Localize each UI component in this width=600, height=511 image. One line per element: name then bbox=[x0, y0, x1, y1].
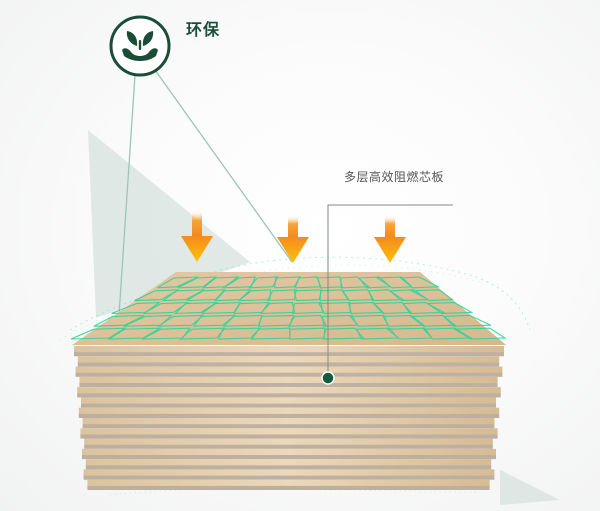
texture-cell bbox=[178, 327, 226, 340]
texture-cell bbox=[266, 289, 297, 302]
texture-cell bbox=[247, 276, 279, 289]
eco-badge bbox=[109, 15, 171, 77]
texture-cell bbox=[452, 327, 507, 340]
texture-cell bbox=[426, 302, 474, 314]
texture-cell bbox=[221, 276, 257, 289]
board-layer-gap bbox=[78, 413, 500, 418]
texture-cell bbox=[409, 289, 454, 302]
texture-cell bbox=[70, 327, 127, 340]
board-layer-gap bbox=[77, 361, 500, 367]
board-layers bbox=[74, 346, 504, 490]
board-layer-gap bbox=[87, 485, 490, 490]
background-shape-right bbox=[500, 470, 560, 505]
core-layer-label: 多层高效阻燃芯板 bbox=[344, 170, 445, 184]
flame-retardant-texture bbox=[70, 276, 507, 340]
texture-cell bbox=[382, 314, 426, 327]
board-layer-gap bbox=[80, 433, 498, 439]
texture-cell bbox=[291, 302, 324, 314]
board-layer bbox=[75, 366, 503, 373]
texture-cell bbox=[274, 276, 301, 289]
texture-cell bbox=[316, 276, 343, 289]
texture-cell bbox=[319, 289, 350, 302]
board-layer bbox=[85, 459, 492, 466]
board-layer bbox=[78, 407, 500, 414]
texture-cell bbox=[289, 327, 326, 340]
board-layer-gap bbox=[75, 372, 503, 377]
texture-cell bbox=[217, 327, 262, 340]
texture-cell bbox=[422, 327, 473, 340]
board-layer bbox=[83, 469, 495, 476]
board-layer bbox=[77, 387, 501, 394]
texture-cell bbox=[399, 276, 441, 289]
heat-arrow-right bbox=[374, 215, 406, 263]
board-layer bbox=[82, 418, 495, 425]
texture-cell bbox=[318, 302, 351, 314]
board-layer bbox=[74, 346, 504, 353]
board-layer bbox=[82, 448, 496, 456]
texture-cell bbox=[156, 314, 205, 327]
texture-cell bbox=[340, 276, 371, 289]
board-layer-gap bbox=[82, 423, 495, 429]
heat-arrow-center bbox=[277, 215, 309, 263]
texture-cell bbox=[237, 289, 272, 302]
texture-cell bbox=[177, 276, 218, 289]
board-layer-gap bbox=[79, 382, 498, 388]
texture-cell bbox=[287, 314, 327, 327]
texture-cell bbox=[322, 327, 365, 340]
texture-cell bbox=[367, 289, 405, 302]
core-label-leader bbox=[321, 204, 453, 385]
board-layer bbox=[79, 376, 498, 384]
texture-cell bbox=[341, 289, 375, 302]
board-layer bbox=[81, 397, 496, 404]
texture-cell bbox=[409, 314, 457, 327]
texture-cell bbox=[156, 276, 199, 289]
board-layer-gap bbox=[77, 392, 501, 398]
eco-connector-lines bbox=[117, 69, 293, 331]
board-layer-gap bbox=[74, 351, 504, 357]
texture-cell bbox=[143, 301, 190, 314]
texture-cell bbox=[192, 314, 237, 327]
texture-cell bbox=[347, 302, 385, 314]
texture-cell bbox=[321, 314, 358, 327]
texture-cell bbox=[259, 302, 296, 314]
texture-cell bbox=[142, 327, 191, 340]
texture-cell bbox=[173, 301, 219, 315]
board-layer-gap bbox=[82, 454, 496, 460]
board-layer bbox=[84, 438, 493, 445]
board-layer-gap bbox=[85, 464, 492, 470]
texture-cell bbox=[134, 289, 179, 302]
board-layer-gap bbox=[81, 403, 496, 408]
network-glow bbox=[59, 256, 531, 496]
texture-cell bbox=[442, 314, 492, 327]
board-layer-gap bbox=[84, 444, 493, 449]
texture-cell bbox=[402, 302, 446, 314]
eco-title: 环保 bbox=[186, 20, 221, 39]
core-marker-dot bbox=[321, 371, 335, 385]
hands-leaf-icon bbox=[122, 31, 158, 61]
heat-arrow-left bbox=[181, 210, 213, 262]
texture-cell bbox=[161, 289, 205, 302]
board-layer bbox=[87, 479, 490, 486]
board-layer-gap bbox=[83, 475, 495, 480]
texture-cell bbox=[186, 289, 227, 302]
texture-cell bbox=[293, 289, 323, 302]
texture-cell bbox=[372, 302, 413, 314]
board-layer bbox=[80, 428, 498, 435]
board-layer bbox=[77, 356, 500, 363]
